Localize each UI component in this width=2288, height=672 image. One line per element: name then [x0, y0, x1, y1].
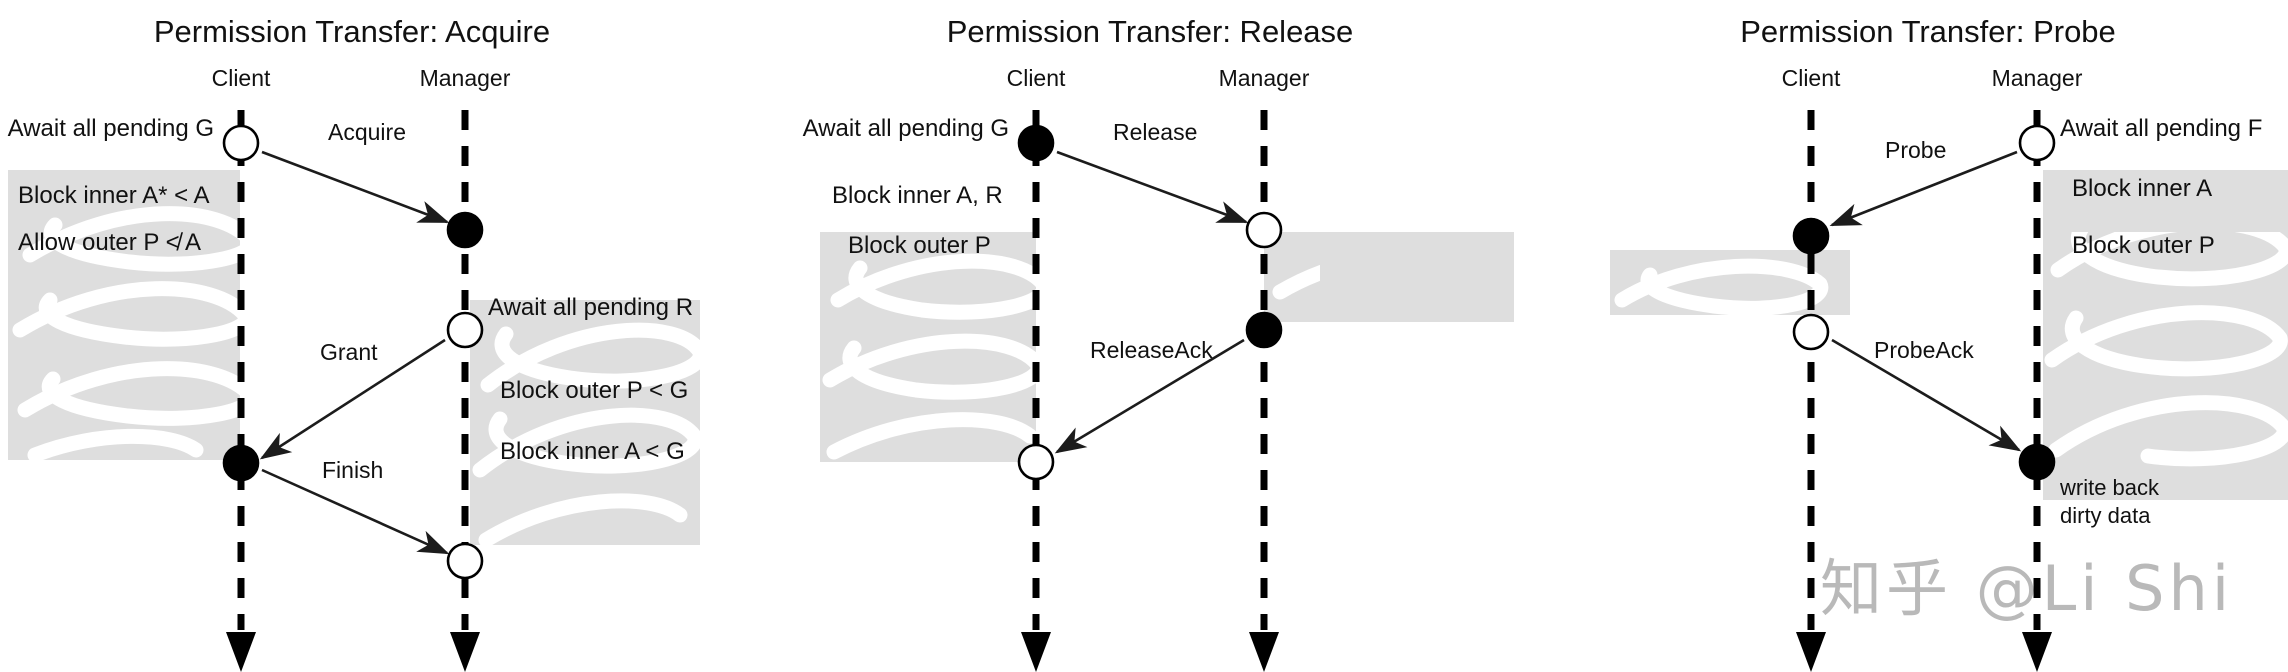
message-arrow-release: [1056, 150, 1249, 224]
event-node-open: [1017, 443, 1055, 481]
message-arrow-acquire: [261, 150, 450, 224]
message-arrow-releaseack: [1054, 338, 1245, 454]
lifeline-end-arrow-manager: [1249, 632, 1279, 672]
event-node-open: [2018, 124, 2056, 162]
actor-label-manager: Manager: [1219, 65, 1310, 91]
note-await-pending-g: Await all pending G: [8, 115, 214, 142]
lifeline-end-arrow-client: [1796, 632, 1826, 672]
panel-acquire: Permission Transfer: Acquire Client Mana…: [8, 14, 700, 672]
event-node-open: [446, 542, 484, 580]
message-label-probe: Probe: [1885, 137, 1946, 163]
event-node-filled: [446, 211, 484, 249]
event-node-filled: [222, 444, 260, 482]
panel-title: Permission Transfer: Probe: [1740, 14, 2116, 49]
message-arrow-probe: [1829, 150, 2018, 227]
note-block-outer-p: Block outer P: [848, 232, 991, 259]
panel-release: Permission Transfer: Release Client Mana…: [803, 14, 1514, 672]
event-node-filled: [2018, 443, 2056, 481]
note-write-back: write back: [2059, 475, 2160, 500]
actor-label-client: Client: [1782, 65, 1841, 91]
message-label-grant: Grant: [320, 339, 378, 365]
actor-label-manager: Manager: [1992, 65, 2083, 91]
panel-probe: Permission Transfer: Probe Client Manage…: [1610, 14, 2288, 672]
note-block-inner-a-g: Block inner A < G: [500, 438, 685, 465]
shade-region-client-left: [820, 232, 1514, 462]
lifeline-end-arrow-client: [226, 632, 256, 672]
actor-label-client: Client: [1007, 65, 1066, 91]
lifeline-end-arrow-client: [1021, 632, 1051, 672]
message-arrow-grant: [259, 338, 446, 460]
message-label-releaseack: ReleaseAck: [1090, 337, 1213, 363]
actor-label-manager: Manager: [420, 65, 511, 91]
event-node-open: [1245, 211, 1283, 249]
note-await-pending-r: Await all pending R: [488, 294, 693, 321]
panel-title: Permission Transfer: Acquire: [154, 14, 550, 49]
message-arrow-probeack: [1831, 338, 2022, 452]
shade-region-manager-right: [470, 300, 700, 545]
lifeline-end-arrow-manager: [450, 632, 480, 672]
event-node-filled: [1245, 311, 1283, 349]
note-dirty-data: dirty data: [2060, 503, 2151, 528]
message-label-release: Release: [1113, 119, 1197, 145]
note-block-inner-a-star: Block inner A* < A: [18, 182, 209, 209]
note-allow-outer-p: Allow outer P ≮ A: [18, 229, 201, 256]
note-await-pending-g: Await all pending G: [803, 115, 1009, 142]
event-node-open: [446, 311, 484, 349]
shade-region-manager-right: [1610, 170, 2288, 500]
message-label-acquire: Acquire: [328, 119, 406, 145]
shade-watermark-strokes: [822, 253, 1320, 460]
actor-label-client: Client: [212, 65, 271, 91]
event-node-open: [1792, 313, 1830, 351]
shade-region-client-left: [8, 170, 259, 460]
note-block-outer-p-g: Block outer P < G: [500, 377, 688, 404]
event-node-filled: [1792, 217, 1830, 255]
panel-title: Permission Transfer: Release: [947, 14, 1354, 49]
message-label-probeack: ProbeAck: [1874, 337, 1974, 363]
note-block-inner-a: Block inner A: [2072, 175, 2212, 202]
event-node-open: [222, 124, 260, 162]
watermark-text: 知乎 @Li Shi: [1820, 552, 2233, 625]
note-await-pending-f: Await all pending F: [2060, 115, 2262, 142]
note-block-outer-p: Block outer P: [2072, 232, 2215, 259]
message-label-finish: Finish: [322, 457, 383, 483]
note-block-inner-a-r: Block inner A, R: [832, 182, 1003, 209]
event-node-filled: [1017, 124, 1055, 162]
message-arrow-finish: [261, 468, 450, 555]
shade-watermark-strokes: [2044, 232, 2288, 467]
shade-watermark-strokes: [472, 322, 700, 545]
lifeline-end-arrow-manager: [2022, 632, 2052, 672]
